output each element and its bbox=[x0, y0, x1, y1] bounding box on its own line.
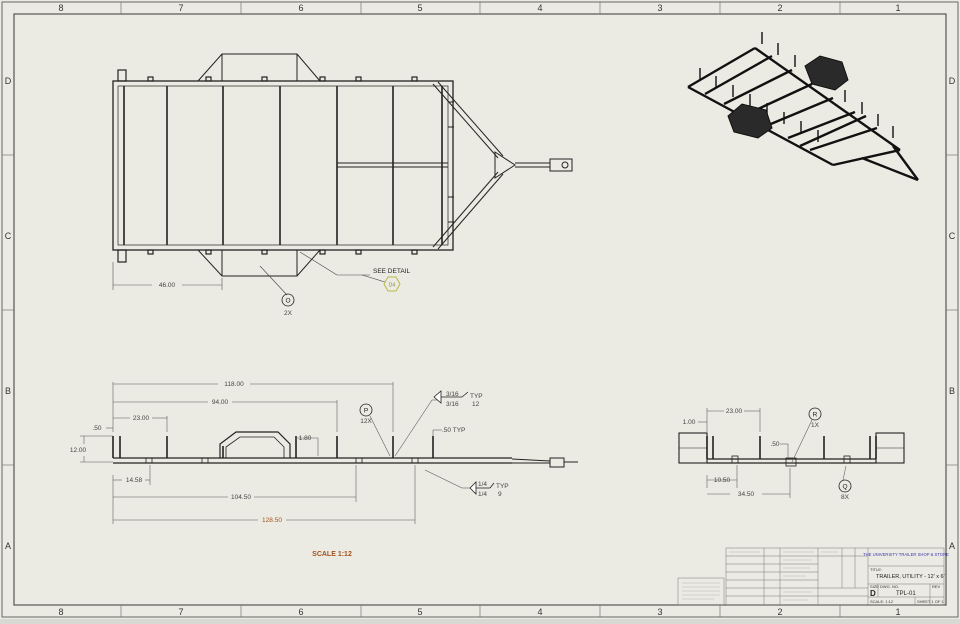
zone-row-right-b: B bbox=[949, 386, 955, 396]
balloon-r-qty: 1X bbox=[811, 422, 820, 429]
zone-col-bottom-1: 8 bbox=[58, 607, 63, 617]
title-label: TITLE: bbox=[870, 567, 882, 572]
end-dim-100: 1.00 bbox=[683, 419, 696, 426]
zone-col-bottom-5: 4 bbox=[537, 607, 542, 617]
zone-row-left-a: A bbox=[5, 541, 11, 551]
see-detail-label: SEE DETAIL bbox=[373, 268, 410, 275]
size-label: SIZE bbox=[870, 584, 879, 589]
dim-050: .50 bbox=[92, 425, 101, 432]
dim-12850: 128.50 bbox=[262, 517, 282, 524]
zone-col-top-8: 1 bbox=[895, 3, 900, 13]
dim-12: 12.00 bbox=[70, 447, 87, 454]
zone-col-top-2: 7 bbox=[178, 3, 183, 13]
top-view bbox=[112, 53, 573, 307]
end-dim-050: .50 bbox=[770, 441, 779, 448]
zone-col-top-1: 8 bbox=[58, 3, 63, 13]
zone-col-top-4: 5 bbox=[417, 3, 422, 13]
drawing-number: TPL-01 bbox=[896, 591, 916, 597]
zone-col-bottom-2: 7 bbox=[178, 607, 183, 617]
zone-col-bottom-6: 3 bbox=[657, 607, 662, 617]
zone-col-bottom-7: 2 bbox=[777, 607, 782, 617]
dim-10450: 104.50 bbox=[231, 494, 251, 501]
zone-col-top-3: 6 bbox=[298, 3, 303, 13]
isometric-view bbox=[687, 32, 919, 182]
end-dim-23: 23.00 bbox=[726, 408, 743, 415]
top-view-frame-inner bbox=[117, 85, 449, 246]
zone-row-left-b: B bbox=[5, 386, 11, 396]
balloon-o-letter: O bbox=[285, 298, 290, 305]
top-view-fender-upper bbox=[197, 53, 321, 82]
weld-bot-size-1: 1/4 bbox=[478, 481, 487, 488]
rev-label: REV bbox=[932, 584, 941, 589]
top-view-fender-lower bbox=[197, 249, 321, 277]
zone-col-bottom-4: 5 bbox=[417, 607, 422, 617]
end-dim-3450: 34.50 bbox=[738, 491, 755, 498]
iso-fender-right bbox=[804, 55, 849, 91]
zone-row-right-c: C bbox=[949, 231, 956, 241]
scale-note: SCALE 1:12 bbox=[312, 551, 352, 558]
weld-bot-typ: TYP bbox=[496, 483, 509, 490]
balloon-p-qty: 12X bbox=[360, 418, 372, 425]
zone-row-right-a: A bbox=[949, 541, 955, 551]
weld-bot-size-2: 1/4 bbox=[478, 491, 487, 498]
dim-46: 46.00 bbox=[159, 282, 176, 289]
zone-col-top-7: 2 bbox=[777, 3, 782, 13]
typ-050: .50 TYP bbox=[442, 427, 465, 434]
balloon-p bbox=[359, 403, 373, 417]
detail-tag: D4 bbox=[389, 283, 396, 289]
weld-bot-qty: 9 bbox=[498, 491, 502, 498]
inner-border bbox=[13, 13, 947, 606]
title-block bbox=[677, 547, 945, 606]
end-view bbox=[678, 407, 905, 498]
balloon-q bbox=[838, 479, 852, 493]
company-name: THE UNIVERSITY TRAILER SHOP & STORE bbox=[863, 552, 949, 557]
scale-field: SCALE: 1:12 bbox=[870, 599, 894, 604]
top-view-frame-outer bbox=[112, 80, 454, 251]
zone-row-left-d: D bbox=[5, 76, 12, 86]
dim-180: 1.80 bbox=[299, 435, 312, 442]
dim-1458: 14.58 bbox=[126, 477, 143, 484]
balloon-r-letter: R bbox=[813, 412, 818, 419]
zone-row-left-c: C bbox=[5, 231, 12, 241]
balloon-o bbox=[281, 293, 295, 307]
zone-col-top-5: 4 bbox=[537, 3, 542, 13]
weld-top-size-2: 3/16 bbox=[446, 401, 459, 408]
zone-col-top-6: 3 bbox=[657, 3, 662, 13]
end-dim-1050: 10.50 bbox=[714, 477, 731, 484]
balloon-r bbox=[808, 407, 822, 421]
iso-fender-left bbox=[727, 103, 773, 139]
zone-col-bottom-3: 6 bbox=[298, 607, 303, 617]
zone-col-bottom-8: 1 bbox=[895, 607, 900, 617]
weld-top-qty: 12 bbox=[472, 401, 480, 408]
weld-top-size-1: 3/16 bbox=[446, 391, 459, 398]
dwg-no-label: DWG. NO. bbox=[880, 584, 899, 589]
dim-94: 94.00 bbox=[212, 399, 229, 406]
drawing-title: TRAILER, UTILITY - 12' x 6' bbox=[876, 574, 945, 580]
detail-hexagon bbox=[383, 276, 401, 292]
title-block-fineprint bbox=[682, 551, 838, 601]
weld-top-typ: TYP bbox=[470, 393, 483, 400]
side-view-fender bbox=[219, 431, 291, 458]
sheet-field: SHEET 1 OF 1 bbox=[917, 599, 944, 604]
dim-118: 118.00 bbox=[224, 381, 244, 388]
balloon-o-qty: 2X bbox=[284, 310, 293, 317]
zone-row-right-d: D bbox=[949, 76, 956, 86]
dim-23: 23.00 bbox=[133, 415, 150, 422]
balloon-p-letter: P bbox=[364, 408, 368, 415]
side-view bbox=[80, 382, 578, 524]
sheet-size: D bbox=[870, 589, 876, 598]
balloon-q-letter: Q bbox=[842, 484, 847, 491]
balloon-q-qty: 8X bbox=[841, 494, 850, 501]
